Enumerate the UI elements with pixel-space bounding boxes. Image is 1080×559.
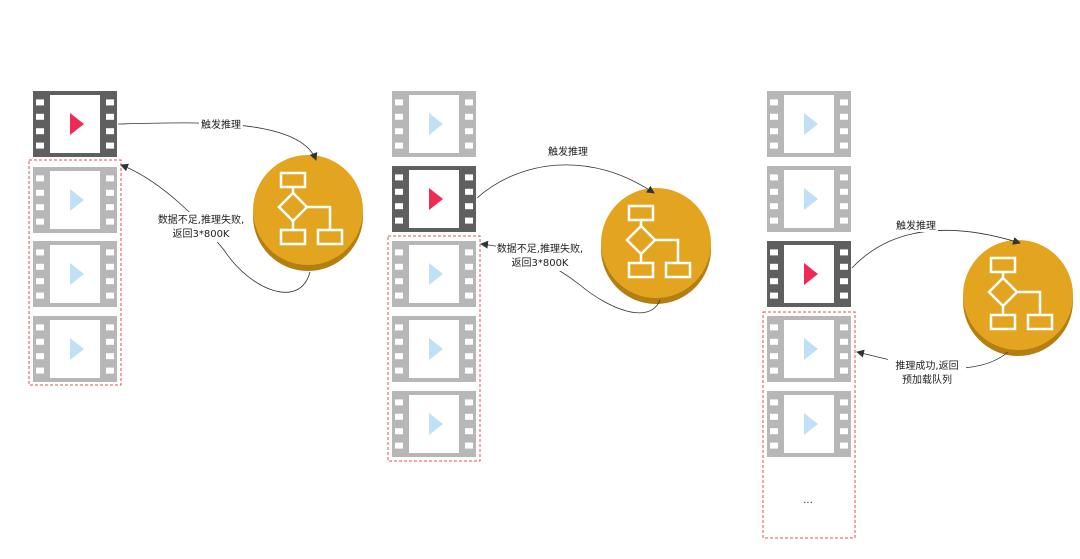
result-label-line-1: 推理成功,返回 [895,359,958,372]
inference-engine-icon [601,188,711,304]
result-label-line-2: 预加载队列 [902,373,952,386]
result-arrow [120,163,311,293]
video-frame-1-active-icon [33,91,117,157]
trigger-label: 触发推理 [548,145,588,158]
video-frame-5-icon [392,391,476,457]
more-items-ellipsis: ... [803,495,813,506]
video-frame-2-icon [767,166,851,232]
result-label-line-2: 返回3*800K [172,228,229,240]
preload-queue-box [762,311,856,539]
video-frame-3-active-icon [767,241,851,307]
video-frame-1-icon [767,91,851,157]
trigger-label: 触发推理 [896,219,936,232]
video-frame-2-icon [33,167,117,233]
video-frame-3-icon [33,241,117,307]
video-frame-5-icon [767,391,851,457]
preload-queue-box [28,159,122,386]
panel-2: 触发推理 数据不足,推理失败, 返回3*800K [387,91,711,462]
video-frame-4-icon [33,316,117,382]
result-label-line-2: 返回3*800K [511,257,568,269]
video-frame-4-icon [767,316,851,382]
result-label-line-1: 数据不足,推理失败, [497,242,583,255]
video-frame-2-active-icon [392,166,476,232]
result-label-line-1: 数据不足,推理失败, [158,213,244,226]
trigger-label: 触发推理 [201,118,241,131]
video-frame-4-icon [392,316,476,382]
inference-engine-icon [963,240,1073,356]
panel-3: ... 触发推理 推理成功,返回 预加载队列 [762,91,1073,539]
trigger-arrow [851,230,1021,269]
inference-engine-icon [253,155,363,271]
trigger-arrow [476,164,655,199]
video-frame-3-icon [392,241,476,307]
panel-1: 触发推理 数据不足,推理失败, 返回3*800K [28,91,363,386]
preload-queue-box [387,235,481,462]
video-frame-1-icon [392,91,476,157]
